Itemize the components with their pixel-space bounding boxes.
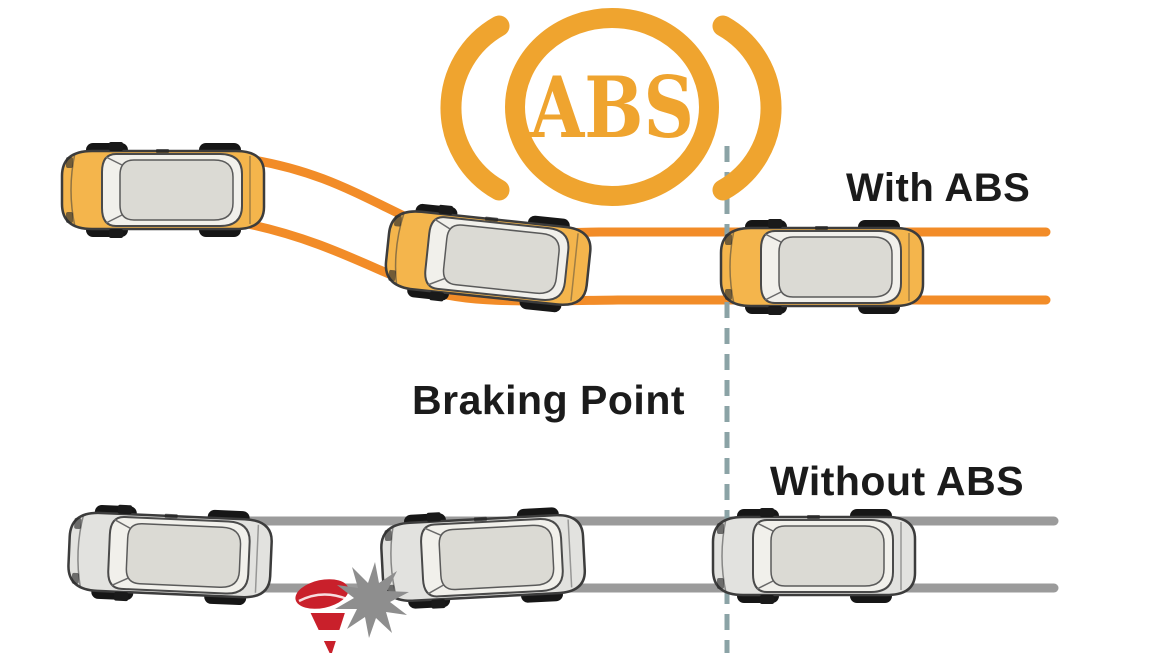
- abs-brake-warning-symbol: ABS: [440, 8, 782, 206]
- abs-symbol-text: ABS: [529, 58, 694, 157]
- without-abs-car-2: [378, 503, 588, 613]
- abs-symbol-right-arc: [712, 15, 782, 201]
- braking-point-label: Braking Point: [412, 377, 686, 423]
- with-abs-car-1: [60, 140, 266, 240]
- with-abs-car-3: [719, 217, 925, 317]
- abs-symbol-ring: [505, 8, 719, 206]
- without-abs-car-1: [65, 501, 275, 609]
- without-abs-label: Without ABS: [770, 458, 1025, 504]
- abs-symbol-left-arc: [440, 15, 510, 201]
- without-abs-car-3: [711, 506, 917, 606]
- crash-starburst-icon: [335, 562, 409, 638]
- with-abs-label: With ABS: [846, 166, 1031, 210]
